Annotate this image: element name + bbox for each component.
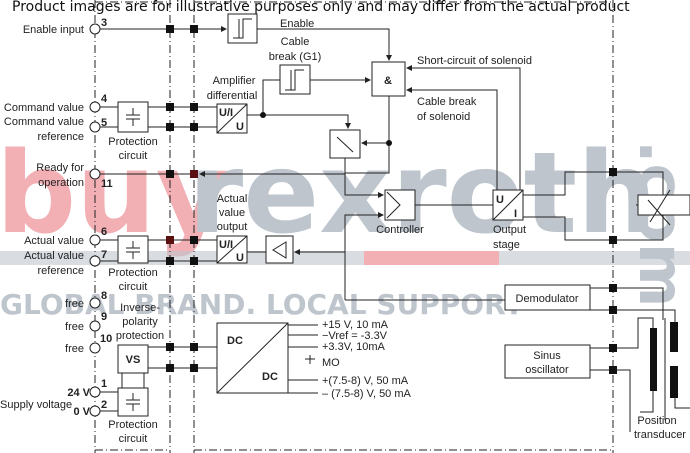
disclaimer-text: Product images are for illustrative purp… (12, 0, 630, 15)
cable-break-solenoid-label: Cable break (417, 96, 477, 108)
pin-label: free (65, 321, 84, 333)
pin-label: Actual value (24, 235, 84, 247)
cable-break-label: Cable (281, 36, 310, 48)
controller-block (384, 189, 416, 221)
buffer-amplifier-block (265, 235, 294, 264)
inverse-polarity-label: protection (116, 330, 164, 342)
pin-label: reference (38, 131, 84, 143)
pin-number: 1 (101, 378, 107, 390)
boundaries (94, 0, 614, 453)
supply-output: MO (322, 357, 340, 369)
position-transducer-icon (650, 322, 678, 398)
solenoid-icon (637, 189, 690, 226)
pin-label: free (65, 343, 84, 355)
pin-number: 5 (101, 117, 107, 129)
ui-label: U/I (219, 239, 233, 251)
pin-label: reference (38, 265, 84, 277)
u-label: U (236, 252, 244, 264)
supply-output: +3.3V, 10mA (322, 341, 386, 353)
cable-break-label: break (G1) (269, 51, 322, 63)
pin-number: 9 (101, 311, 107, 323)
pin-number: 2 (101, 399, 107, 411)
protection-label: Protection (108, 136, 158, 148)
position-transducer-label: Position (637, 415, 676, 427)
supply-output: – (7.5-8) V, 50 mA (322, 388, 412, 400)
cable-break-solenoid-label: of solenoid (417, 111, 470, 123)
amp-label: differential (207, 90, 258, 102)
actual-value-output-label: output (217, 221, 248, 233)
output-stage-label: Output (493, 224, 526, 236)
watermark: buy rexroth GLOBAL BRAND. LOCAL SUPPORT … (0, 129, 690, 321)
pin-number: 6 (101, 226, 107, 238)
dc-label: DC (227, 335, 243, 347)
i-label: I (514, 208, 517, 220)
output-stage-label: stage (493, 239, 520, 251)
pin-number: 8 (101, 290, 107, 302)
pin-number: 11 (101, 178, 113, 190)
pin-label: Enable input (23, 24, 84, 36)
demodulator-block (504, 284, 591, 311)
controller-label: Controller (376, 224, 424, 236)
supply-output: +(7.5-8) V, 50 mA (322, 375, 409, 387)
u-label: U (236, 121, 244, 133)
pin-label: Actual value (24, 250, 84, 262)
supply-outputs: +15 V, 10 mA −Vref = -3.3V +3.3V, 10mA M… (322, 319, 412, 400)
supply-voltage-label: Supply voltage (0, 399, 72, 411)
actual-value-output-label: Actual (217, 193, 248, 205)
sinus-oscillator-label: Sinus (533, 350, 561, 362)
pin-number: 10 (100, 333, 112, 345)
protection-label: Protection (108, 419, 158, 431)
and-gate (371, 61, 406, 97)
supply-output: +15 V, 10 mA (322, 319, 389, 331)
dc-label: DC (262, 371, 278, 383)
and-symbol: & (384, 75, 392, 87)
pin-number: 7 (101, 249, 107, 261)
vs-block (117, 344, 149, 374)
pin-number: 3 (101, 17, 107, 29)
pin-label: 24 V (67, 387, 90, 399)
terminal-squares (166, 25, 617, 374)
position-transducer-label: transducer (634, 429, 686, 441)
short-circuit-label: Short-circuit of solenoid (417, 55, 532, 67)
actual-value-output-label: value (219, 207, 245, 219)
cable-break-hysteresis-block (279, 64, 311, 95)
pin-label: Ready for (36, 162, 84, 174)
watermark-slogan: GLOBAL BRAND. LOCAL SUPPORT (0, 288, 523, 321)
protection-circuit-block (117, 101, 149, 133)
protection-circuit-block (117, 387, 149, 417)
pin-label: operation (38, 177, 84, 189)
amplifier-ui-block: U/I U (216, 103, 248, 134)
ui-label: U/I (219, 107, 233, 119)
actual-ui-block: U/I U (216, 235, 248, 264)
demodulator-label: Demodulator (516, 293, 579, 305)
amp-label: Amplifier (213, 75, 256, 87)
wires (95, 26, 690, 432)
protection-label: circuit (119, 150, 148, 162)
enable-label: Enable (280, 18, 314, 30)
protection-label: circuit (119, 433, 148, 445)
sinus-oscillator-block (504, 344, 591, 379)
pin-label: Command value (4, 116, 84, 128)
watermark-com: .com (625, 140, 690, 308)
supply-output: −Vref = -3.3V (322, 330, 388, 342)
output-stage-block: U I (492, 189, 524, 221)
enable-hysteresis-block (227, 13, 258, 44)
u-label: U (496, 194, 504, 206)
inverse-polarity-label: polarity (122, 316, 158, 328)
protection-label: circuit (119, 281, 148, 293)
vs-label: VS (126, 354, 141, 366)
switch-block (329, 129, 361, 159)
connector-pins (89, 23, 101, 417)
inverse-polarity-label: Inverse- (120, 302, 160, 314)
sinus-oscillator-label: oscillator (525, 364, 569, 376)
protection-circuit-block (117, 235, 149, 264)
dc-dc-converter-block: DC DC (216, 322, 289, 394)
pin-label: free (65, 298, 84, 310)
pin-number: 4 (101, 93, 108, 105)
protection-label: Protection (108, 267, 158, 279)
pin-label: 0 V (73, 406, 90, 418)
pin-label: Command value (4, 102, 84, 114)
